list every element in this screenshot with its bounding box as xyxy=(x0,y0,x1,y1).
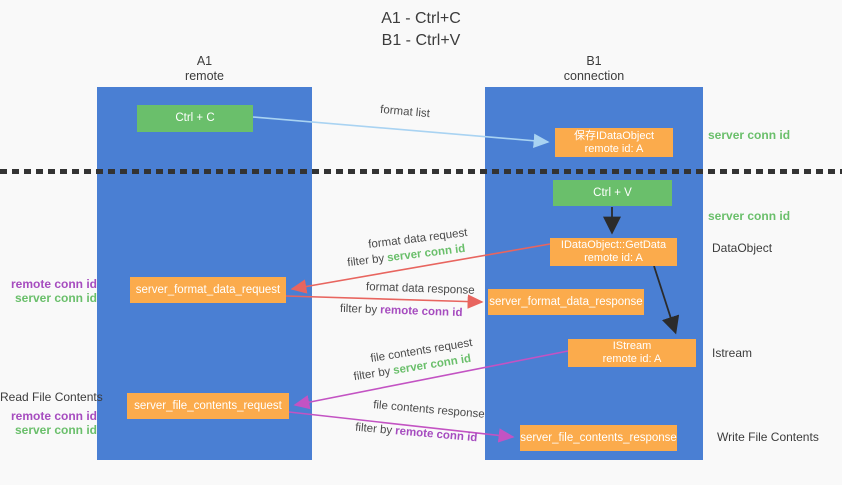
lane-header-a1: A1 remote xyxy=(97,54,312,84)
node-server-format-data-response[interactable]: server_format_data_response xyxy=(488,289,644,315)
label-format-list: format list xyxy=(379,103,431,121)
annotation-server-conn-id-1: server conn id xyxy=(14,291,97,305)
annotation-istream: Istream xyxy=(712,346,753,360)
lane-header-b1: B1 connection xyxy=(485,54,703,84)
node-istream[interactable]: IStream remote id: A xyxy=(568,339,696,367)
annotation-server-conn-id-mid: server conn id xyxy=(708,209,791,223)
node-ctrl-c[interactable]: Ctrl + C xyxy=(137,105,253,132)
title-line-1: A1 - Ctrl+C xyxy=(381,10,461,27)
node-file-request-label: server_file_contents_request xyxy=(134,399,282,412)
node-format-response-label: server_format_data_response xyxy=(489,295,643,308)
lane-b1-role: connection xyxy=(563,69,625,83)
annotation-server-conn-id-top: server conn id xyxy=(708,128,791,142)
lane-a1-name: A1 xyxy=(196,54,213,68)
annotation-left-group-2: Read File Contents remote conn id server… xyxy=(0,390,103,437)
phase-separator-dotted-line xyxy=(0,169,842,174)
filter-prefix: filter by xyxy=(354,421,393,437)
filter-value-remote-conn-id: remote conn id xyxy=(379,304,463,320)
node-server-file-contents-request[interactable]: server_file_contents_request xyxy=(127,393,289,419)
annotation-left-conn-ids-1: remote conn id server conn id xyxy=(0,277,100,305)
node-ctrl-c-label: Ctrl + C xyxy=(175,112,215,124)
node-istream-line2: remote id: A xyxy=(602,353,662,365)
filter-value-remote-conn-id: remote conn id xyxy=(394,425,478,445)
label-format-data-response: format data response xyxy=(365,281,475,297)
filter-prefix: filter by xyxy=(339,302,378,317)
lane-b1-name: B1 xyxy=(586,54,602,68)
filter-prefix: filter by xyxy=(352,365,392,384)
lane-a1-role: remote xyxy=(185,69,224,83)
node-istream-line1: IStream xyxy=(612,340,652,352)
annotation-read-file-contents: Read File Contents xyxy=(0,390,103,404)
node-server-format-data-request[interactable]: server_format_data_request xyxy=(130,277,286,303)
node-file-response-label: server_file_contents_response xyxy=(520,431,677,444)
label-file-contents-response: file contents response xyxy=(372,399,486,421)
node-ctrl-v-label: Ctrl + V xyxy=(593,186,632,199)
annotation-remote-conn-id-1: remote conn id xyxy=(10,277,97,291)
annotation-write-file-contents: Write File Contents xyxy=(717,430,819,444)
node-ctrl-v[interactable]: Ctrl + V xyxy=(553,180,672,206)
node-getdata-line1: IDataObject::GetData xyxy=(560,239,667,251)
node-save-idataobject[interactable]: 保存IDataObject remote id: A xyxy=(555,128,673,157)
node-save-idataobject-line1: 保存IDataObject xyxy=(573,129,655,142)
title-line-2: B1 - Ctrl+V xyxy=(381,32,461,49)
annotation-remote-conn-id-2: remote conn id xyxy=(10,409,97,423)
diagram-title: A1 - Ctrl+C B1 - Ctrl+V xyxy=(0,8,842,52)
annotation-server-conn-id-2: server conn id xyxy=(14,423,97,437)
node-getdata-line2: remote id: A xyxy=(584,252,643,264)
node-format-request-label: server_format_data_request xyxy=(135,283,281,296)
arrow-format-data-response xyxy=(285,294,484,309)
node-server-file-contents-response[interactable]: server_file_contents_response xyxy=(520,425,677,451)
annotation-dataobject: DataObject xyxy=(712,241,773,255)
node-save-idataobject-line2: remote id: A xyxy=(584,142,644,155)
node-idataobject-getdata[interactable]: IDataObject::GetData remote id: A xyxy=(550,238,677,266)
filter-prefix: filter by xyxy=(346,252,385,270)
